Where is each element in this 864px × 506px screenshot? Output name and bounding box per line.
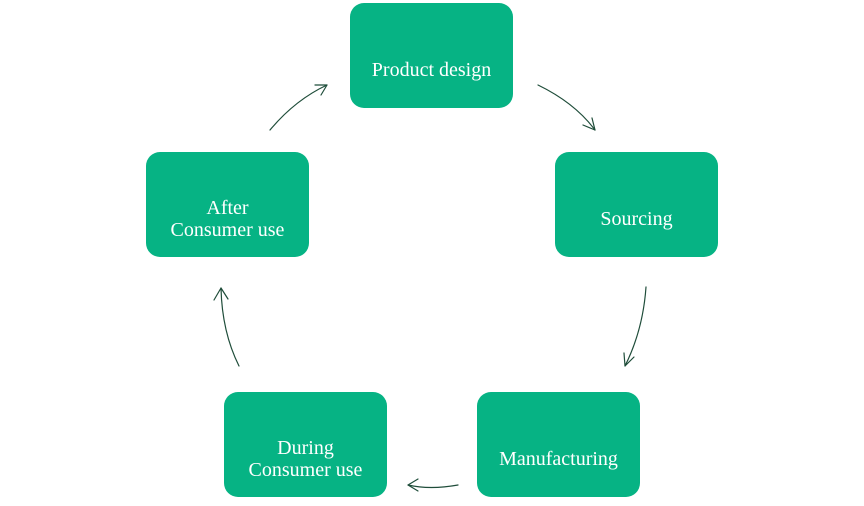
arrow-sourcing-to-manufacturing xyxy=(623,286,647,367)
node-product-design: Product design xyxy=(350,3,513,108)
arrow-during-to-after xyxy=(213,287,240,367)
node-label-sourcing: Sourcing xyxy=(600,207,673,230)
node-label-after-consumer-use: After Consumer use xyxy=(170,196,285,241)
arrow-manufacturing-to-during xyxy=(407,478,459,492)
arrow-product-to-sourcing xyxy=(537,84,596,131)
node-sourcing: Sourcing xyxy=(555,152,718,257)
node-label-product-design: Product design xyxy=(371,58,492,81)
arrow-after-to-product xyxy=(269,84,328,131)
node-label-manufacturing: Manufacturing xyxy=(499,447,618,470)
node-during-consumer-use: During Consumer use xyxy=(224,392,387,497)
node-after-consumer-use: After Consumer use xyxy=(146,152,309,257)
node-label-during-consumer-use: During Consumer use xyxy=(248,436,363,481)
node-manufacturing: Manufacturing xyxy=(477,392,640,497)
